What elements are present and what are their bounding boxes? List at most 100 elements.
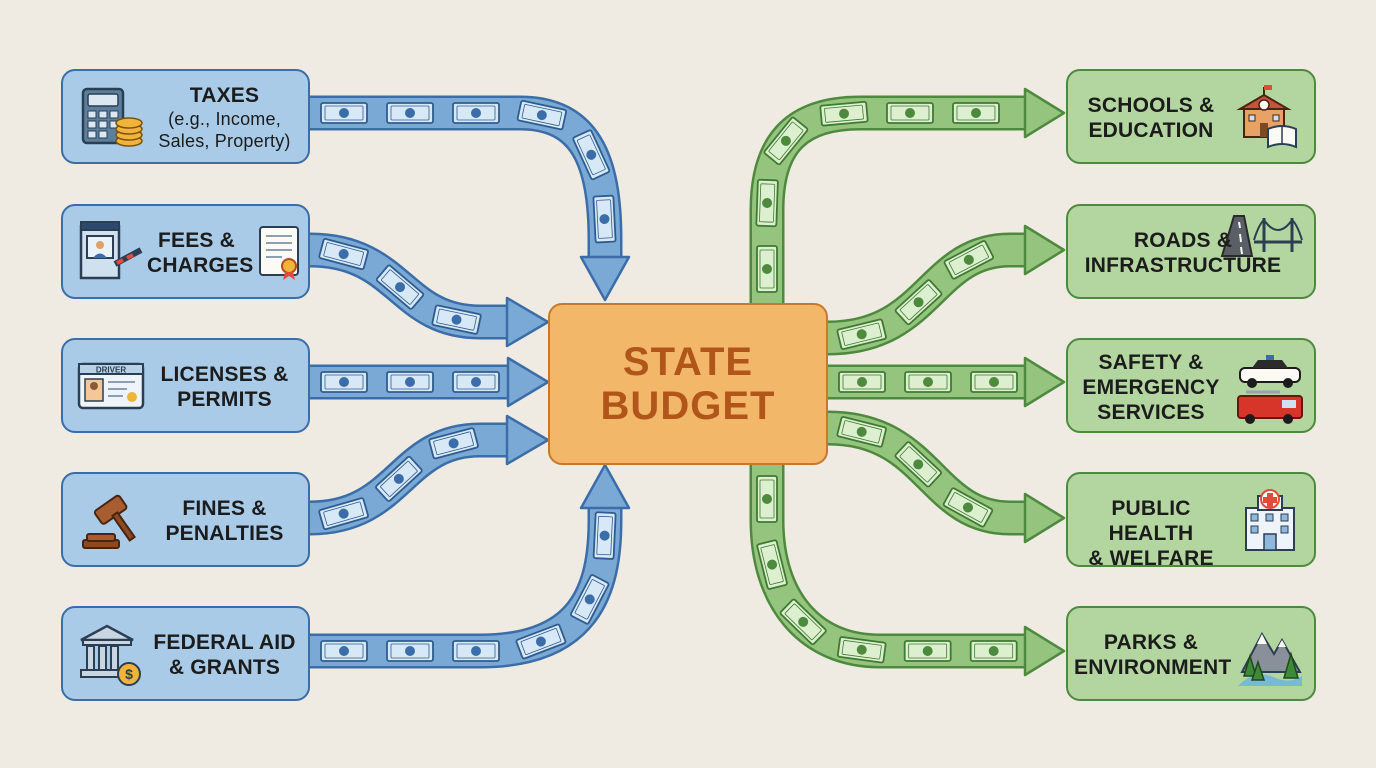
dest-safety-emergency: SAFETY & EMERGENCY SERVICES: [1066, 338, 1316, 433]
dollar-bill-icon: [375, 264, 425, 310]
dollar-bill-icon: [592, 194, 617, 244]
dollar-bill-icon: [942, 487, 994, 528]
dest-roads-line-1: ROADS &: [1133, 229, 1233, 252]
dollar-bill-icon: [375, 455, 423, 502]
dollar-bill-icon: [320, 371, 368, 393]
arrowhead: [1023, 356, 1066, 408]
arrowhead: [579, 463, 631, 510]
flow-arrow-fees-charges: [309, 232, 550, 348]
dollar-bill-icon: [756, 245, 778, 293]
dollar-bill-icon: [431, 304, 482, 335]
flow-arrow-federal-aid-grants: [310, 463, 631, 669]
dest-health-line-2: & WELFARE: [1088, 547, 1214, 570]
source-fines-line-2: PENALTIES: [165, 522, 284, 545]
flow-arrow-fines-penalties: [309, 414, 550, 536]
dollar-bill-icon: [756, 539, 788, 590]
source-federal-line-1: FEDERAL AID: [153, 631, 296, 654]
dest-schools-line-1: SCHOOLS &: [1087, 94, 1215, 117]
dollar-bill-icon: [755, 178, 779, 228]
dollar-bill-icon: [894, 441, 942, 488]
police-firetruck-icon: [1237, 355, 1303, 424]
dollar-bill-icon: [836, 318, 887, 350]
source-fines-penalties: FINES & PENALTIES: [61, 472, 310, 567]
dollar-bill-icon: [838, 371, 886, 393]
dest-health-line-1: PUBLIC HEALTH: [1108, 497, 1194, 545]
dollar-bill-icon: [386, 371, 434, 393]
source-licenses-permits: DRIVER LICENSES & PERMITS: [61, 338, 310, 433]
dollar-bill-icon: [903, 640, 952, 662]
dollar-bill-icon: [570, 574, 610, 625]
source-fines-line-1: FINES &: [182, 497, 267, 520]
dollar-bill-icon: [320, 640, 368, 662]
dest-schools-line-2: EDUCATION: [1088, 119, 1214, 142]
arrowhead: [506, 356, 550, 408]
state-budget-line-1: STATE: [622, 340, 754, 384]
arrowhead: [1023, 625, 1066, 677]
drivers-license-icon: DRIVER: [77, 362, 145, 410]
dollar-bill-icon: [428, 427, 479, 460]
dollar-bill-icon: [320, 102, 368, 124]
dollar-bill-icon: [779, 598, 827, 646]
dest-parks-line-1: PARKS &: [1103, 631, 1199, 654]
svg-text:$: $: [125, 666, 133, 682]
hospital-icon: [1245, 489, 1295, 551]
dest-safety-line-1: SAFETY &: [1098, 351, 1204, 374]
dollar-bill-icon: [386, 102, 434, 124]
source-taxes-example-1: (e.g., Income,: [168, 109, 281, 129]
source-federal-aid-grants: $ FEDERAL AID & GRANTS: [61, 606, 310, 701]
dollar-bill-icon: [886, 102, 934, 124]
dollar-bill-icon: [516, 99, 567, 131]
arrowhead: [1023, 87, 1066, 139]
source-taxes-title: TAXES: [189, 84, 260, 107]
road-bridge-icon: [1220, 215, 1303, 257]
calculator-coins-icon: [81, 87, 143, 147]
dollar-bill-icon: [763, 116, 809, 166]
school-book-icon: [1236, 85, 1297, 149]
dollar-bill-icon: [943, 240, 995, 280]
dollar-bill-icon: [318, 497, 369, 531]
dollar-bill-icon: [836, 636, 887, 664]
source-licenses-line-1: LICENSES &: [160, 363, 289, 386]
flow-arrow-safety-emergency: [828, 356, 1066, 408]
state-budget-line-2: BUDGET: [600, 384, 776, 428]
gavel-icon: [82, 494, 136, 549]
license-card-text: DRIVER: [96, 366, 126, 375]
dollar-bill-icon: [572, 129, 611, 181]
dollar-bill-icon: [756, 475, 778, 523]
source-licenses-line-2: PERMITS: [177, 388, 272, 411]
dollar-bill-icon: [952, 102, 1000, 124]
dest-safety-line-2: EMERGENCY: [1082, 376, 1220, 399]
dollar-bill-icon: [969, 640, 1018, 662]
source-taxes: TAXES (e.g., Income, Sales, Property): [61, 69, 310, 164]
dest-public-health-welfare: PUBLIC HEALTH & WELFARE: [1066, 472, 1316, 570]
arrowhead: [1023, 224, 1066, 276]
flow-arrow-schools-education: [749, 87, 1066, 303]
dollar-bill-icon: [970, 371, 1018, 393]
arrowhead: [1023, 492, 1066, 544]
certificate-icon: [259, 226, 299, 280]
source-taxes-example-2: Sales, Property): [158, 131, 291, 151]
flow-arrow-public-health-welfare: [827, 410, 1066, 544]
dollar-bill-icon: [386, 640, 434, 662]
dollar-bill-icon: [318, 237, 369, 271]
toll-booth-icon: [79, 221, 143, 280]
flow-arrow-parks-environment: [749, 465, 1066, 677]
mountains-trees-icon: [1238, 631, 1302, 686]
dollar-bill-icon: [452, 640, 500, 662]
state-budget-box: STATE BUDGET: [548, 303, 828, 465]
dest-parks-line-2: ENVIRONMENT: [1074, 656, 1232, 679]
dollar-bill-icon: [904, 371, 952, 393]
flow-arrow-roads-infrastructure: [827, 224, 1066, 356]
source-fees-line-1: FEES &: [157, 229, 236, 252]
dollar-bill-icon: [515, 623, 567, 660]
dollar-bill-icon: [452, 371, 500, 393]
dest-safety-line-3: SERVICES: [1097, 401, 1205, 424]
arrowhead: [505, 296, 550, 348]
arrowhead: [505, 414, 550, 466]
source-fees-line-2: CHARGES: [147, 254, 254, 277]
dollar-bill-icon: [592, 511, 617, 560]
source-federal-line-2: & GRANTS: [168, 656, 281, 679]
dollar-bill-icon: [819, 100, 869, 127]
dollar-bill-icon: [894, 279, 943, 326]
